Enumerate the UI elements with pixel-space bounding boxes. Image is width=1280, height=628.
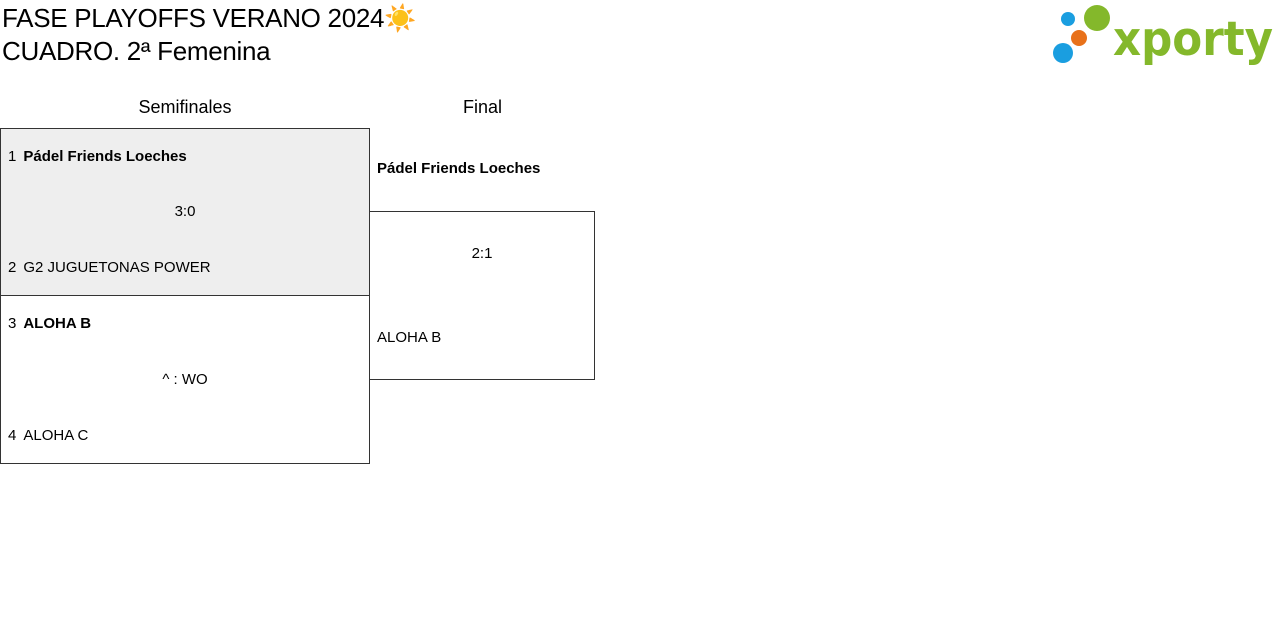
semifinal-1-top-entry: 1 Pádel Friends Loeches	[8, 148, 187, 166]
logo-dot-orange	[1071, 30, 1087, 46]
seed-number: 2	[8, 259, 17, 276]
title-line-1: FASE PLAYOFFS VERANO 2024☀️	[2, 3, 417, 33]
semifinal-2-score: ^ : WO	[162, 371, 208, 388]
logo-dot-blue-small	[1061, 12, 1075, 26]
team-name: ALOHA C	[23, 427, 89, 444]
logo-dot-green	[1084, 5, 1110, 31]
semifinal-2-bottom-entry: 4 ALOHA C	[8, 427, 88, 445]
logo-text: xporty	[1113, 12, 1273, 67]
xporty-logo: xporty	[1050, 4, 1276, 68]
round-header-semifinals: Semifinales	[138, 97, 232, 117]
final-bottom-team: ALOHA B	[377, 329, 442, 346]
seed-number: 1	[8, 148, 17, 165]
semifinal-match-2: 3 ALOHA B ^ : WO 4 ALOHA C	[0, 295, 370, 464]
semifinal-2-top-entry: 3 ALOHA B	[8, 315, 91, 333]
final-top-team: Pádel Friends Loeches	[377, 160, 541, 177]
logo-dot-blue-large	[1053, 43, 1073, 63]
round-header-final: Final	[462, 97, 502, 117]
semifinal-1-score: 3:0	[174, 203, 196, 220]
team-name: G2 JUGUETONAS POWER	[23, 259, 211, 276]
page-title: FASE PLAYOFFS VERANO 2024☀️ CUADRO. 2ª F…	[2, 2, 417, 68]
semifinal-match-1: 1 Pádel Friends Loeches 3:0 2 G2 JUGUETONA…	[0, 128, 370, 296]
team-name: ALOHA B	[23, 315, 92, 332]
title-line-2: CUADRO. 2ª Femenina	[2, 36, 271, 66]
seed-number: 4	[8, 427, 17, 444]
semifinal-1-bottom-entry: 2 G2 JUGUETONAS POWER	[8, 259, 211, 277]
seed-number: 3	[8, 315, 17, 332]
final-score: 2:1	[471, 245, 493, 262]
final-match: 2:1 ALOHA B	[369, 211, 595, 380]
team-name: Pádel Friends Loeches	[23, 148, 187, 165]
